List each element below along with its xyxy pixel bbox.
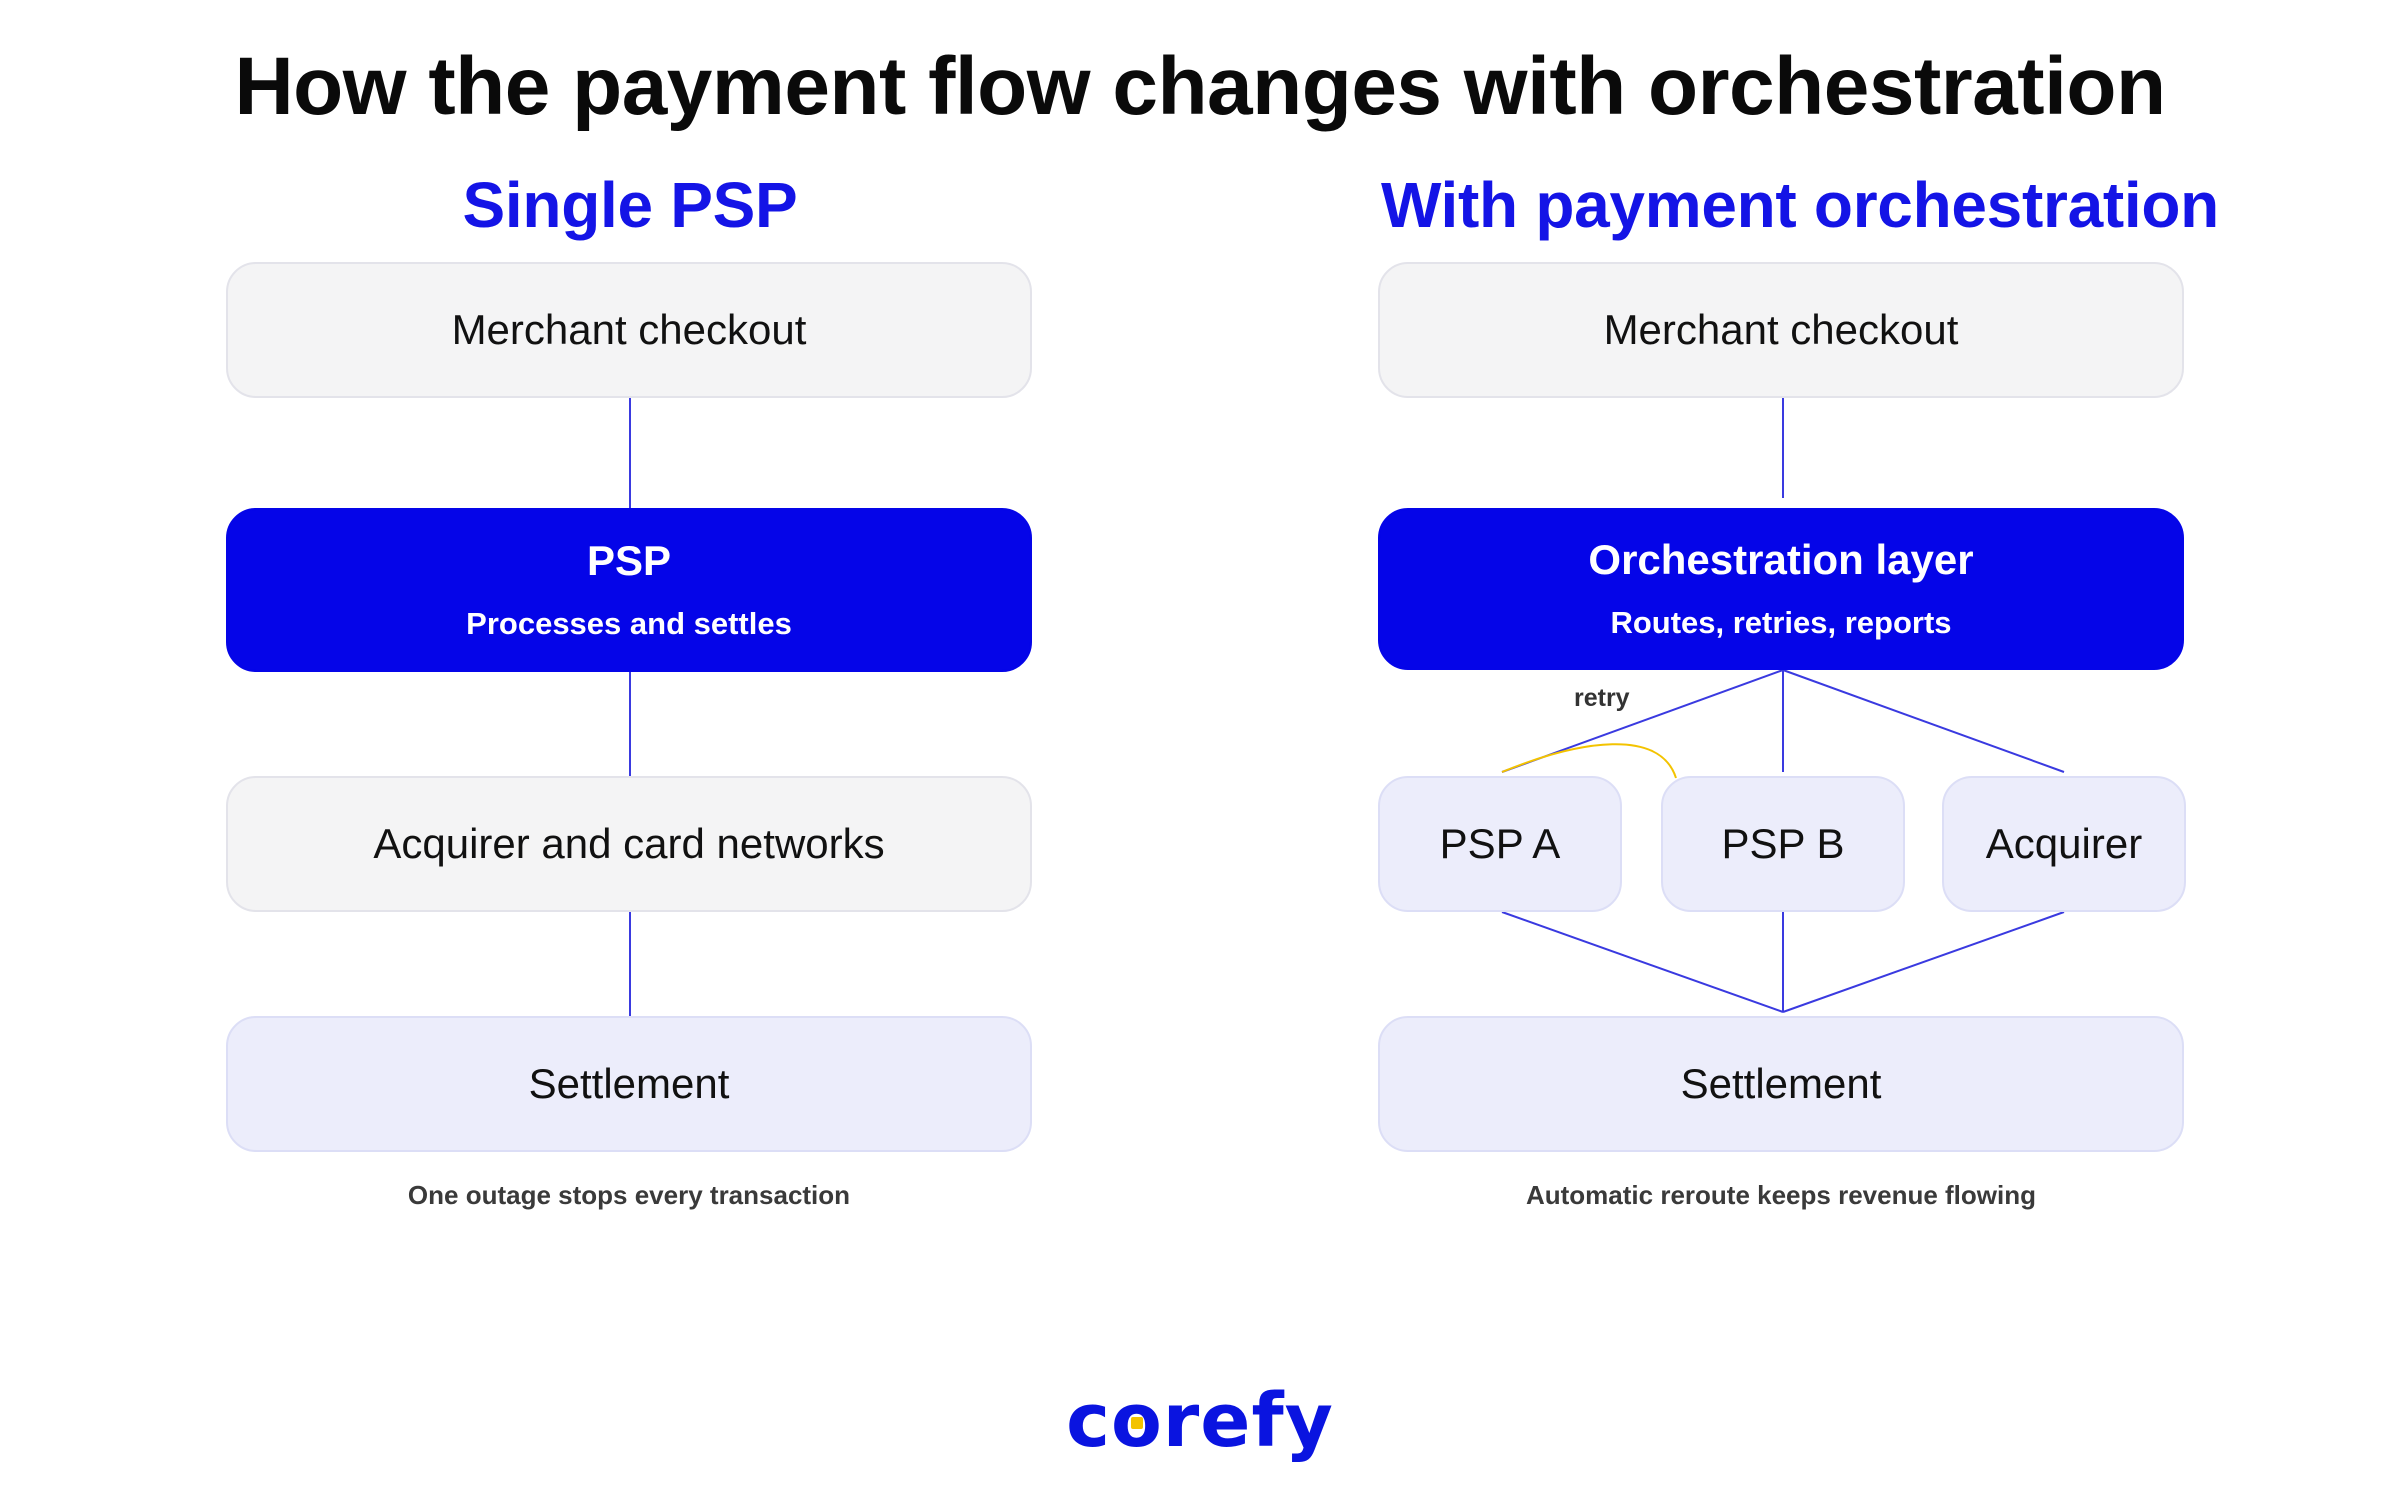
- orchestration-layer-box: Orchestration layer Routes, retries, rep…: [1378, 508, 2184, 670]
- left-acquirer-label: Acquirer and card networks: [373, 820, 885, 867]
- orchestration-layer-title: Orchestration layer: [1588, 535, 1974, 583]
- left-psp-box: PSP Processes and settles: [226, 508, 1032, 672]
- orchestration-heading: With payment orchestration: [1381, 169, 2219, 241]
- right-connector-orch-acquirer: [1782, 669, 2065, 773]
- psp-b-label: PSP B: [1721, 820, 1845, 867]
- right-merchant-checkout-box: Merchant checkout: [1378, 262, 2184, 398]
- left-merchant-checkout-label: Merchant checkout: [451, 306, 807, 353]
- acquirer-box: Acquirer: [1942, 776, 2186, 912]
- single-psp-heading: Single PSP: [462, 169, 798, 241]
- retry-label: retry: [1574, 684, 1630, 712]
- left-settlement-box: Settlement: [226, 1016, 1032, 1152]
- psp-a-label: PSP A: [1439, 820, 1561, 867]
- right-caption: Automatic reroute keeps revenue flowing: [1525, 1180, 2036, 1210]
- acquirer-label: Acquirer: [1985, 820, 2143, 867]
- right-merchant-checkout-label: Merchant checkout: [1603, 306, 1959, 353]
- psp-a-box: PSP A: [1378, 776, 1622, 912]
- left-psp-subtitle: Processes and settles: [466, 606, 792, 642]
- right-connector-psp-a-settlement: [1501, 911, 1784, 1013]
- left-psp-title: PSP: [586, 536, 672, 584]
- psp-b-box: PSP B: [1661, 776, 1905, 912]
- right-settlement-box: Settlement: [1378, 1016, 2184, 1152]
- right-settlement-label: Settlement: [1680, 1060, 1882, 1107]
- logo-text-start: c: [1066, 1378, 1111, 1464]
- logo-letter-o: o: [1110, 1378, 1163, 1464]
- corefy-logo: corefy: [0, 1378, 2400, 1464]
- page-title: How the payment flow changes with orches…: [234, 41, 2166, 132]
- right-connector-acquirer-settlement: [1782, 911, 2065, 1013]
- left-acquirer-box: Acquirer and card networks: [226, 776, 1032, 912]
- right-connector-orch-psp-a: [1501, 669, 1784, 773]
- left-merchant-checkout-box: Merchant checkout: [226, 262, 1032, 398]
- logo-text-end: refy: [1162, 1378, 1334, 1464]
- left-settlement-label: Settlement: [528, 1060, 730, 1107]
- orchestration-layer-subtitle: Routes, retries, reports: [1610, 605, 1952, 641]
- retry-arc: [1501, 743, 1677, 779]
- left-caption: One outage stops every transaction: [407, 1180, 851, 1210]
